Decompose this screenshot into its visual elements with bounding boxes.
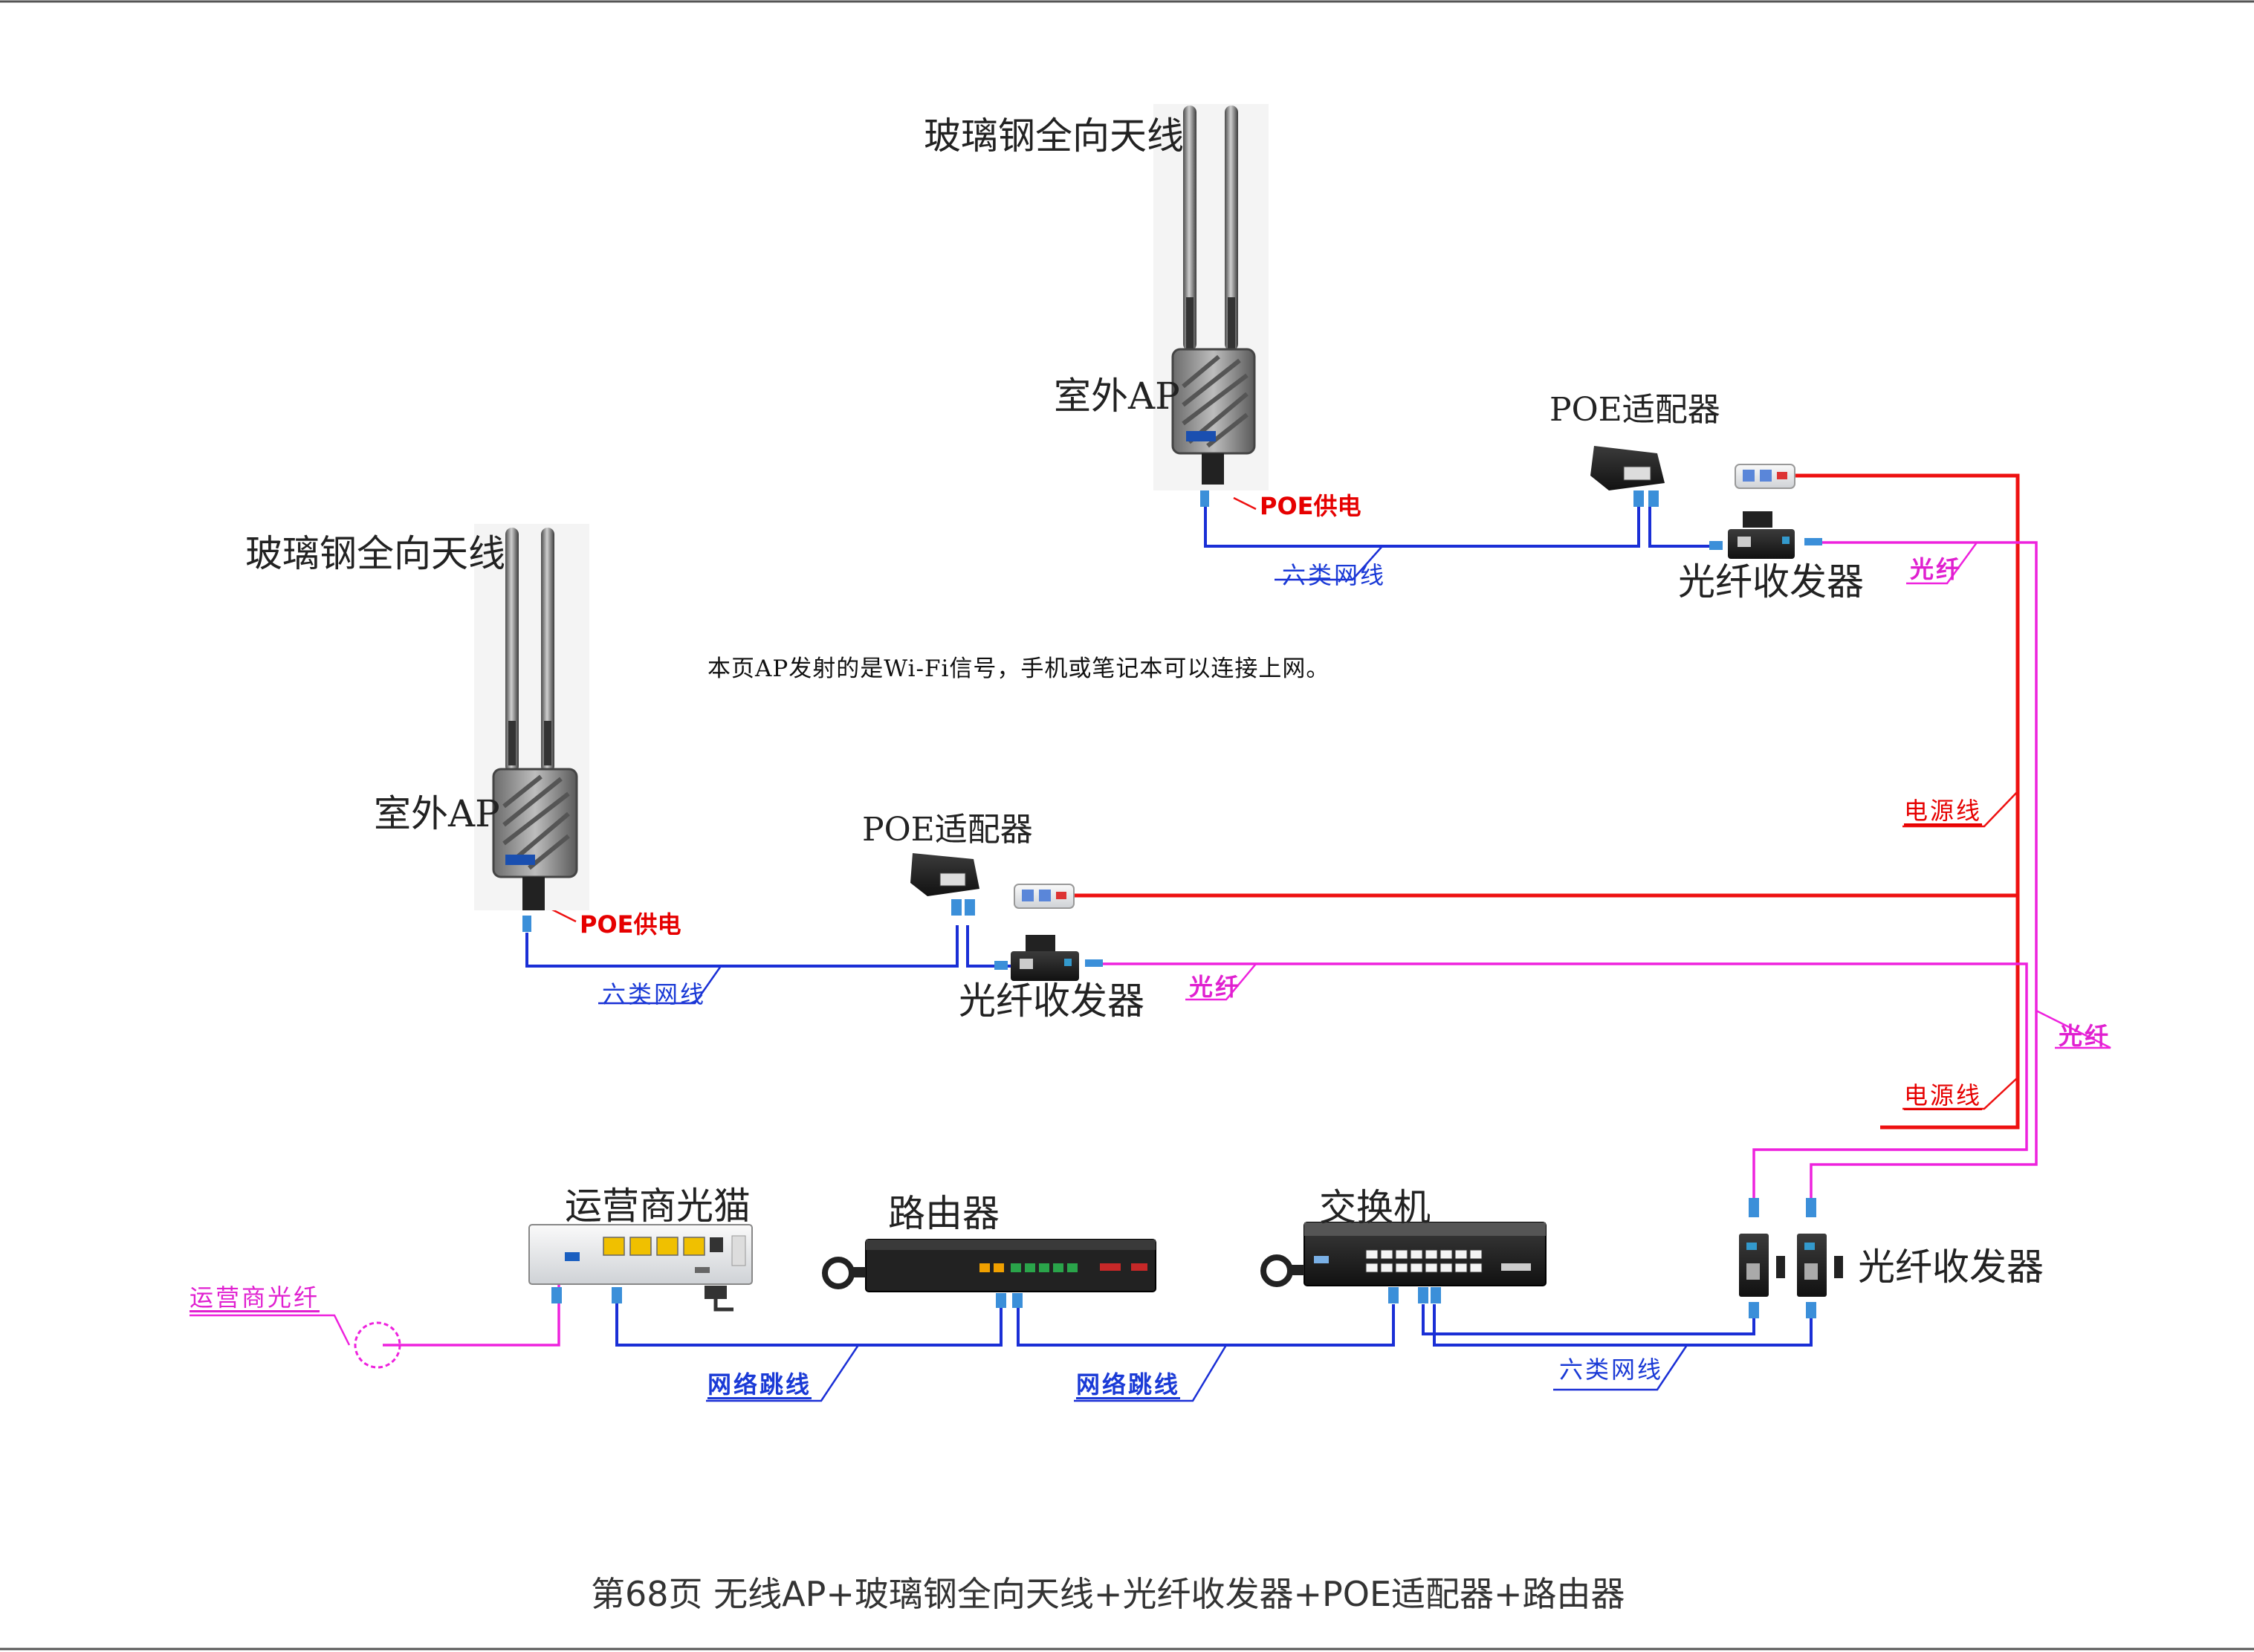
optical-modem-label: 运营商光猫 [565, 1185, 751, 1228]
media-converter-label-top: 光纤收发器 [1678, 560, 1864, 603]
media-converter-label-right: 光纤收发器 [1858, 1246, 2044, 1289]
router-label: 路由器 [888, 1192, 1000, 1235]
ap-label-left: 室外AP [374, 792, 500, 835]
poe-supply-label-left: POE供电 [580, 910, 681, 939]
media-converter-pair-right [1739, 1198, 1843, 1318]
outdoor-ap-top [1171, 348, 1256, 507]
fiber-label-top: 光纤 [1910, 555, 1963, 583]
ap-label-top: 室外AP [1054, 375, 1180, 418]
poe-supply-label-top: POE供电 [1260, 492, 1361, 520]
power-strip-left [1014, 884, 1075, 909]
media-converter-label-left: 光纤收发器 [959, 979, 1144, 1023]
optical-modem [528, 1224, 753, 1312]
poe-adapter-left [910, 853, 979, 916]
page-footer: 第68页 无线AP+玻璃钢全向天线+光纤收发器+POE适配器+路由器 [591, 1574, 1625, 1614]
poe-adapter-label-top: POE适配器 [1549, 391, 1720, 429]
poe-adapter-top [1590, 446, 1665, 507]
outdoor-ap-left [492, 768, 578, 932]
antenna-label-left: 玻璃钢全向天线 [245, 532, 505, 575]
fiber-label-right: 光纤 [2059, 1022, 2111, 1050]
cat6-label-bottom: 六类网线 [1559, 1355, 1664, 1384]
network-switch [1260, 1222, 1547, 1303]
carrier-fiber-endpoint [354, 1321, 401, 1369]
wifi-note: 本页AP发射的是Wi-Fi信号，手机或笔记本可以连接上网。 [707, 655, 1330, 682]
power-lines [1074, 473, 2020, 1130]
cat6-label-left: 六类网线 [602, 980, 707, 1008]
cat6-label-top: 六类网线 [1282, 561, 1387, 589]
fiber-label-left: 光纤 [1189, 973, 1242, 1001]
network-cables [525, 504, 1813, 1347]
power-strip-top [1735, 464, 1795, 489]
patch-cord-label-1: 网络跳线 [707, 1370, 812, 1399]
poe-adapter-label-left: POE适配器 [862, 811, 1033, 849]
media-converter-left [994, 935, 1103, 981]
antenna-label-top: 玻璃钢全向天线 [924, 114, 1184, 158]
media-converter-top [1709, 511, 1822, 559]
label-leaders [190, 496, 2111, 1402]
router [822, 1239, 1156, 1308]
patch-cord-label-2: 网络跳线 [1076, 1370, 1181, 1399]
carrier-fiber-label: 运营商光纤 [190, 1283, 320, 1312]
power-line-label-1: 电源线 [1904, 797, 1983, 825]
switch-label: 交换机 [1319, 1186, 1431, 1229]
power-line-label-2: 电源线 [1904, 1081, 1983, 1110]
